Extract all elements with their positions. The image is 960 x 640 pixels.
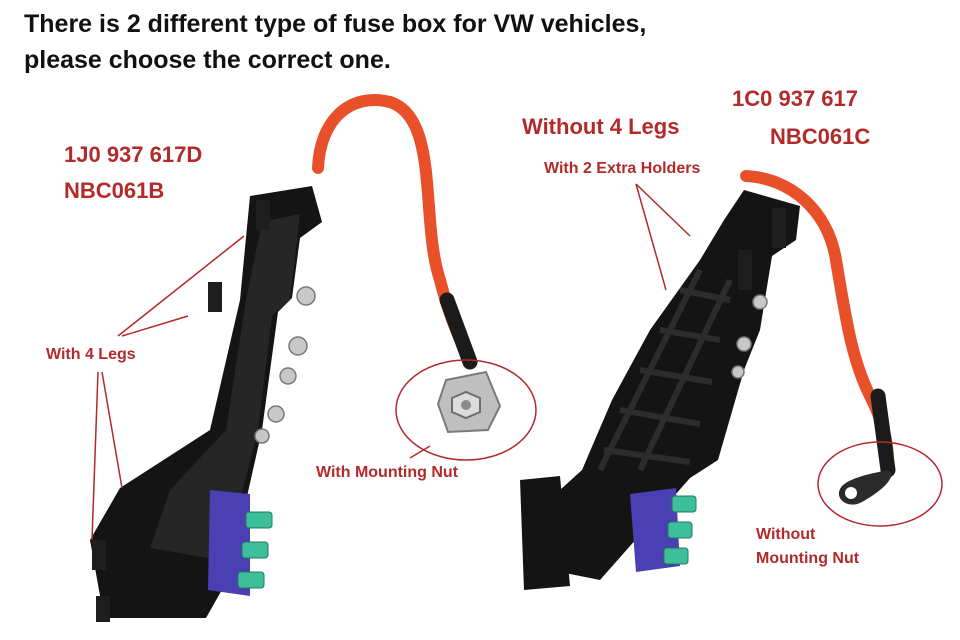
right-nut-label-line-1: Without xyxy=(756,526,816,543)
right-green-fuses xyxy=(663,495,697,565)
legs-pointer-4 xyxy=(101,371,123,489)
left-leg-1 xyxy=(256,200,270,230)
left-leg-3 xyxy=(92,540,106,570)
right-ring-terminal xyxy=(838,470,892,505)
right-fuse-box xyxy=(520,170,896,590)
legs-pointer-2 xyxy=(121,315,189,337)
holders-pointer-2 xyxy=(635,183,667,291)
right-holders-label: With 2 Extra Holders xyxy=(544,160,701,177)
nut-pointer xyxy=(409,445,431,459)
heading-line-1: There is 2 different type of fuse box fo… xyxy=(24,10,647,38)
left-green-fuses xyxy=(237,511,273,589)
left-blue-connector xyxy=(208,490,250,596)
right-ring-hole xyxy=(845,487,857,499)
right-studs xyxy=(731,294,768,379)
left-part-number: 1J0 937 617D xyxy=(64,142,203,167)
left-fuse-box xyxy=(90,94,502,622)
right-housing-ribs xyxy=(597,268,733,472)
heading-line-2: please choose the correct one. xyxy=(24,46,391,74)
right-legs-label: Without 4 Legs xyxy=(522,114,680,139)
left-leg-2 xyxy=(208,282,222,312)
right-code: NBC061C xyxy=(770,124,871,149)
callouts xyxy=(91,183,943,541)
left-code: NBC061B xyxy=(64,178,165,203)
holders-pointer-1 xyxy=(635,183,691,237)
right-nut-label-line-2: Mounting Nut xyxy=(756,550,860,567)
left-nut-hole xyxy=(461,400,471,410)
legs-pointer-3 xyxy=(91,371,99,541)
right-extra-holder-1 xyxy=(772,208,786,248)
right-part-number: 1C0 937 617 xyxy=(732,86,858,111)
ring-terminal-circle xyxy=(817,441,943,527)
legs-pointer-1 xyxy=(117,235,245,337)
left-nut-label: With Mounting Nut xyxy=(316,464,459,481)
left-legs-label: With 4 Legs xyxy=(46,346,136,363)
left-studs xyxy=(254,286,316,444)
left-housing-face xyxy=(150,214,300,560)
left-cable-sleeve xyxy=(439,292,478,370)
heading: There is 2 different type of fuse box fo… xyxy=(24,6,646,78)
right-base-clip xyxy=(520,476,570,590)
right-cable-sleeve xyxy=(870,388,896,478)
left-leg-4 xyxy=(96,596,110,622)
right-extra-holder-2 xyxy=(738,250,752,290)
right-housing xyxy=(530,190,800,580)
mounting-nut-circle xyxy=(395,359,537,461)
